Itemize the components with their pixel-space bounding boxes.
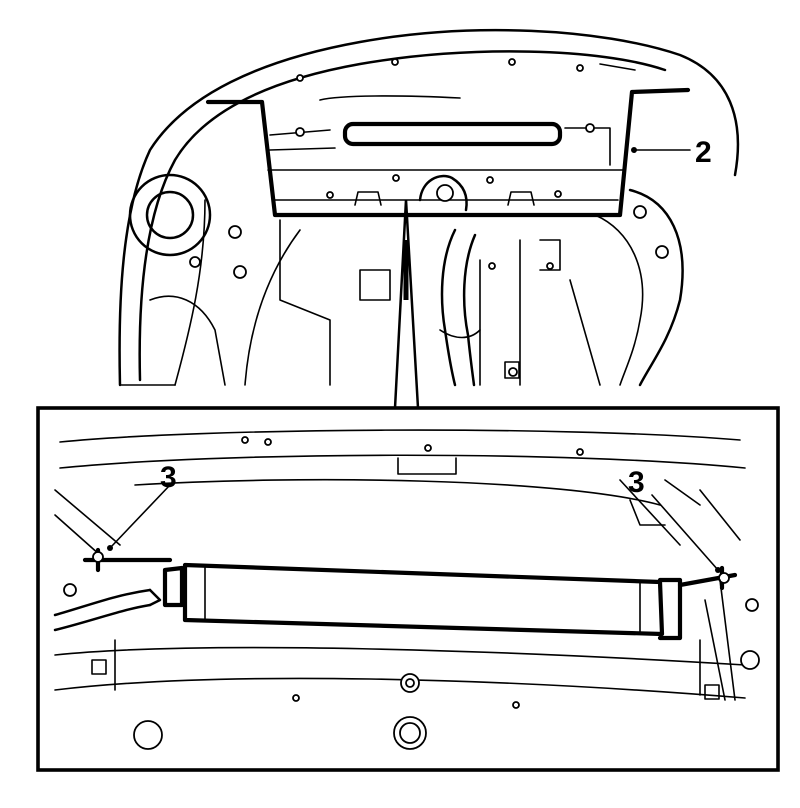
hood-rivet [296, 74, 304, 82]
detail-pointer [393, 199, 420, 409]
hose [440, 228, 477, 387]
inset-rail-posts [114, 639, 701, 696]
leader-part-3-right [651, 494, 719, 571]
left-hose [53, 588, 152, 632]
detail-inset [36, 406, 780, 772]
frame-hole [655, 245, 669, 259]
hood-rivet [576, 64, 584, 72]
inset-rivet [264, 438, 272, 446]
right-screw-part-3 [718, 572, 730, 584]
inset-right-brace [619, 479, 741, 546]
body-left-panel [119, 295, 226, 386]
right-frame-contour [628, 188, 684, 387]
center-boss-hole [436, 184, 454, 202]
inset-rivet [241, 436, 249, 444]
left-mount-outer [128, 173, 212, 257]
cover-hole [326, 191, 334, 199]
small-fitting [504, 361, 520, 379]
overview-bolt [295, 127, 305, 137]
cover-hole [392, 174, 400, 182]
left-screw-part-3 [92, 551, 104, 563]
inset-side-hole [745, 598, 759, 612]
detail-wedge [393, 199, 420, 409]
leader-dot-part-2 [631, 147, 637, 153]
callout-part-3-right: 3 [628, 466, 645, 499]
bolt-hole [488, 262, 496, 270]
oil-cooler-body [182, 562, 665, 637]
frame-hole [233, 265, 247, 279]
leader-dot-right [715, 567, 721, 573]
callout-part-2: 2 [695, 136, 712, 169]
overview-pipe [319, 95, 461, 101]
center-boss [418, 174, 468, 212]
hose-collar [439, 329, 481, 339]
center-bracket [279, 219, 561, 386]
overview-cooler [342, 121, 563, 147]
inset-rivet [424, 444, 432, 452]
inset-right-bracket [629, 499, 666, 526]
inset-small-hole [512, 701, 520, 709]
inset-round-hole [133, 720, 163, 750]
inset-hood-inner [59, 454, 746, 469]
bolt-hole [546, 262, 554, 270]
left-mount-inner [145, 190, 195, 240]
inset-top-clip [397, 457, 457, 475]
overview-view [118, 28, 740, 387]
inset-right-post [704, 579, 736, 701]
inset-side-hole [740, 650, 760, 670]
cover-hole [486, 176, 494, 184]
left-hose-end [148, 588, 162, 607]
cover-clips [354, 191, 535, 206]
oil-cooler-right-end [657, 577, 683, 641]
cover-part-2 [205, 87, 691, 218]
fitting-hole [508, 367, 518, 377]
inset-hood-edge [59, 429, 741, 443]
oil-cooler-caps [204, 565, 641, 633]
inset-nut [91, 659, 107, 675]
inset-lower-rail-2 [54, 677, 746, 699]
right-frame-inner [569, 214, 644, 386]
detail-frame [36, 406, 780, 772]
inset-side-hole [63, 583, 77, 597]
inset-lower-rail [54, 646, 746, 666]
leader-part-3-left [109, 484, 171, 549]
frame-hole [228, 225, 242, 239]
overview-bolt [585, 123, 595, 133]
hood-seam [599, 63, 636, 71]
leader-dot-left [107, 545, 113, 551]
inset-lower-boss-inner [405, 678, 415, 688]
inset-nut [704, 684, 720, 700]
body-inner-contour [138, 50, 667, 382]
inset-left-brace [54, 489, 121, 556]
hood-rivet [391, 58, 399, 66]
hood-rivet [508, 58, 516, 66]
inset-rivet [576, 448, 584, 456]
inset-grommet-inner [399, 722, 421, 744]
mount-hole [189, 256, 201, 268]
callout-part-3-left: 3 [160, 461, 177, 494]
frame-hole [633, 205, 647, 219]
body-brace-top [174, 199, 301, 386]
cover-hole [554, 190, 562, 198]
inset-small-hole [292, 694, 300, 702]
inset-panel-line [134, 478, 661, 506]
oil-cooler-left-end [162, 565, 185, 608]
